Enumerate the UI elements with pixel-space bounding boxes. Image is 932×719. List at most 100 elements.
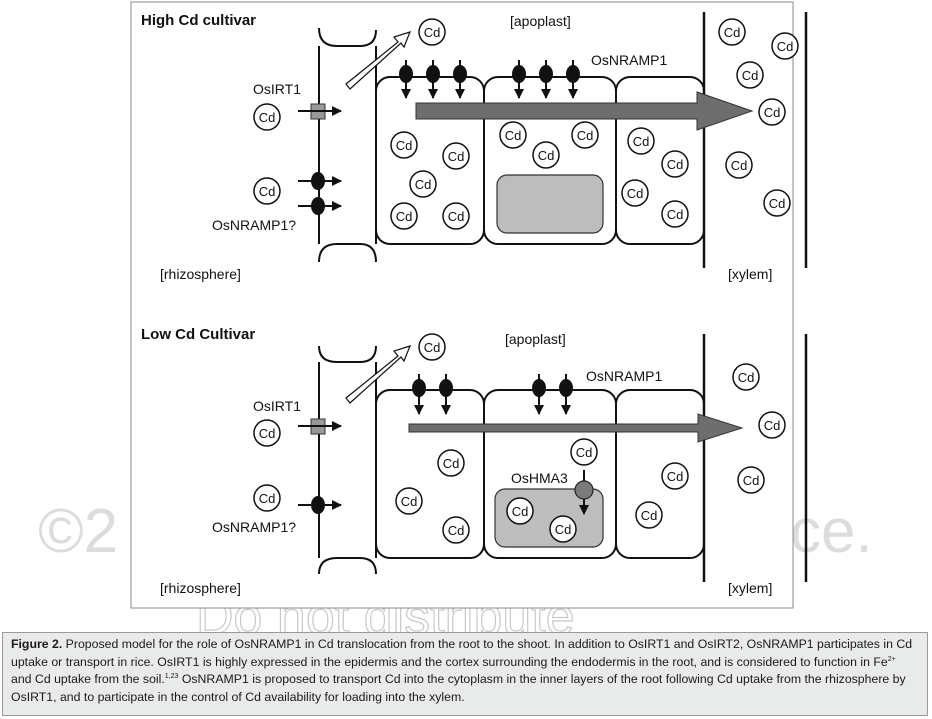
cd-ion: Cd (390, 131, 418, 159)
caption-text-c: OsNRAMP1 is proposed to transport Cd int… (11, 672, 906, 704)
svg-text:Cd: Cd (505, 128, 522, 143)
cd-ion: Cd (621, 179, 649, 207)
cd-ion: Cd (627, 127, 655, 155)
svg-text:Cd: Cd (731, 158, 748, 173)
cd-ion: Cd (661, 200, 689, 228)
caption-text-b: and Cd uptake from the soil. (11, 672, 165, 687)
panel-high-osnramp1: OsNRAMP1 (591, 52, 667, 68)
cd-ion: Cd (499, 121, 527, 149)
cd-ion: Cd (437, 449, 465, 477)
panel-low-apoplast: [apoplast] (505, 331, 566, 347)
cd-ion: Cd (732, 363, 760, 391)
cd-ion: Cd (758, 411, 786, 439)
cd-ion: Cd (390, 202, 418, 230)
cd-ion: Cd (725, 151, 753, 179)
svg-text:Cd: Cd (448, 523, 465, 538)
caption-sup-fe: 2+ (887, 655, 896, 663)
cd-ion: Cd (737, 466, 765, 494)
panel-low-title: Low Cd Cultivar (141, 326, 255, 343)
svg-text:Cd: Cd (538, 148, 555, 163)
cd-ion: Cd (442, 516, 470, 544)
cd-ion: Cd (395, 487, 423, 515)
panel-high-title: High Cd cultivar (141, 12, 256, 29)
svg-text:Cd: Cd (259, 110, 276, 125)
cd-ion: Cd (442, 202, 470, 230)
panel-high-rhizosphere: [rhizosphere] (160, 266, 241, 282)
svg-text:Cd: Cd (443, 456, 460, 471)
figure-caption: Figure 2. Proposed model for the role of… (2, 632, 928, 716)
panel-low-osirt1: OsIRT1 (253, 398, 301, 414)
cd-ion: Cd (635, 501, 663, 529)
panel-low-nramp1-transporters (412, 374, 573, 415)
svg-text:Cd: Cd (742, 68, 759, 83)
svg-text:Cd: Cd (667, 207, 684, 222)
cd-ion: Cd (771, 32, 799, 60)
svg-text:Cd: Cd (415, 177, 432, 192)
svg-text:Cd: Cd (764, 418, 781, 433)
cd-ion: Cd (661, 150, 689, 178)
cd-ion: Cd (571, 121, 599, 149)
panel-low: Low Cd Cultivar [apoplast] OsNRAMP1 OsIR… (141, 326, 808, 596)
panel-low-rhizosphere: [rhizosphere] (160, 580, 241, 596)
caption-label: Figure 2. (11, 637, 63, 651)
panel-low-epidermis (318, 345, 377, 575)
panel-high: High Cd cultivar [apoplast] OsNRAMP1 OsI… (141, 12, 808, 282)
panel-low-efflux-arrow (345, 345, 412, 404)
panel-low-xylem: [xylem] (728, 580, 772, 596)
panel-high-cd-ions: Cd Cd Cd Cd Cd Cd Cd Cd Cd Cd Cd Cd Cd C… (253, 18, 799, 230)
cd-ion: Cd (763, 189, 791, 217)
svg-text:Cd: Cd (577, 128, 594, 143)
svg-text:Cd: Cd (424, 25, 441, 40)
cd-ion: Cd (253, 484, 281, 512)
svg-text:Cd: Cd (424, 340, 441, 355)
svg-text:Cd: Cd (448, 149, 465, 164)
cd-ion: Cd (532, 141, 560, 169)
cd-ion: Cd (549, 515, 577, 543)
cd-ion: Cd (253, 419, 281, 447)
panel-low-osnramp1-q: OsNRAMP1? (212, 519, 296, 535)
watermark-tail: ce. (790, 497, 873, 566)
watermark-copyright: ©2 (38, 497, 118, 566)
cd-ion: Cd (409, 170, 437, 198)
figure-frame (130, 1, 794, 609)
cd-ion: Cd (718, 18, 746, 46)
svg-text:Cd: Cd (667, 469, 684, 484)
cd-ion: Cd (661, 462, 689, 490)
cd-ion: Cd (253, 177, 281, 205)
panel-high-translocation-arrow (415, 91, 754, 131)
svg-text:Cd: Cd (724, 25, 741, 40)
panel-high-efflux-arrow (345, 31, 412, 90)
cd-ion: Cd (253, 103, 281, 131)
cd-ion: Cd (418, 333, 446, 361)
svg-text:Cd: Cd (769, 196, 786, 211)
cd-ion: Cd (418, 18, 446, 46)
svg-text:Cd: Cd (512, 504, 529, 519)
svg-text:Cd: Cd (764, 105, 781, 120)
panel-high-epidermis (318, 27, 377, 263)
panel-low-osnramp1: OsNRAMP1 (586, 368, 662, 384)
svg-text:Cd: Cd (627, 186, 644, 201)
svg-text:Cd: Cd (401, 494, 418, 509)
svg-text:Cd: Cd (641, 508, 658, 523)
panel-high-osnramp1-q: OsNRAMP1? (212, 217, 296, 233)
panel-high-vacuole (496, 174, 604, 234)
svg-text:Cd: Cd (448, 209, 465, 224)
caption-sup-ref: 1,23 (164, 673, 179, 681)
svg-text:Cd: Cd (555, 522, 572, 537)
panel-low-translocation-arrow (408, 413, 744, 443)
cd-ion: Cd (506, 497, 534, 525)
svg-text:Cd: Cd (667, 157, 684, 172)
panel-low-cd-ions: Cd Cd Cd Cd Cd Cd Cd Cd Cd Cd Cd Cd Cd C… (253, 333, 786, 544)
cd-ion: Cd (736, 61, 764, 89)
cd-ion: Cd (758, 98, 786, 126)
cd-ion: Cd (442, 142, 470, 170)
panel-low-oshma3: OsHMA3 (511, 470, 568, 486)
svg-text:Cd: Cd (396, 138, 413, 153)
svg-text:Cd: Cd (743, 473, 760, 488)
panel-high-nramp1-transporters (399, 60, 580, 99)
svg-text:Cd: Cd (633, 134, 650, 149)
panel-high-apoplast: [apoplast] (510, 13, 571, 29)
cd-ion: Cd (570, 438, 598, 466)
svg-text:Cd: Cd (259, 426, 276, 441)
